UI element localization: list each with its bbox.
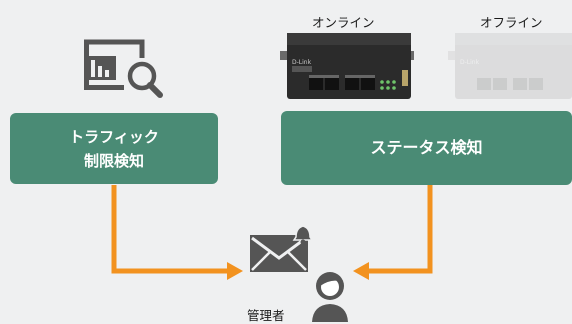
online-label: オンライン	[312, 15, 375, 30]
status-box-label: ステータス検知	[370, 138, 483, 157]
online-ports	[309, 75, 375, 90]
offline-brand-text: D-Link	[460, 59, 480, 66]
traffic-box-line2: 制限検知	[83, 151, 144, 170]
traffic-limit-detection-box: トラフィック 制限検知	[10, 113, 218, 184]
online-brand-text: D-Link	[292, 59, 312, 66]
person-icon	[312, 272, 348, 322]
mail-bell-icon	[250, 225, 314, 272]
online-switch-device: D-Link	[280, 33, 414, 99]
offline-switch-device: D-Link	[448, 33, 572, 99]
traffic-box-line1: トラフィック	[69, 127, 159, 146]
offline-label: オフライン	[480, 15, 543, 30]
status-detection-box: ステータス検知	[281, 111, 572, 185]
admin-label: 管理者	[247, 308, 285, 323]
arrow-status-to-admin	[353, 185, 433, 280]
arrow-traffic-to-mail	[111, 185, 243, 280]
traffic-chart-search-icon	[84, 39, 163, 98]
